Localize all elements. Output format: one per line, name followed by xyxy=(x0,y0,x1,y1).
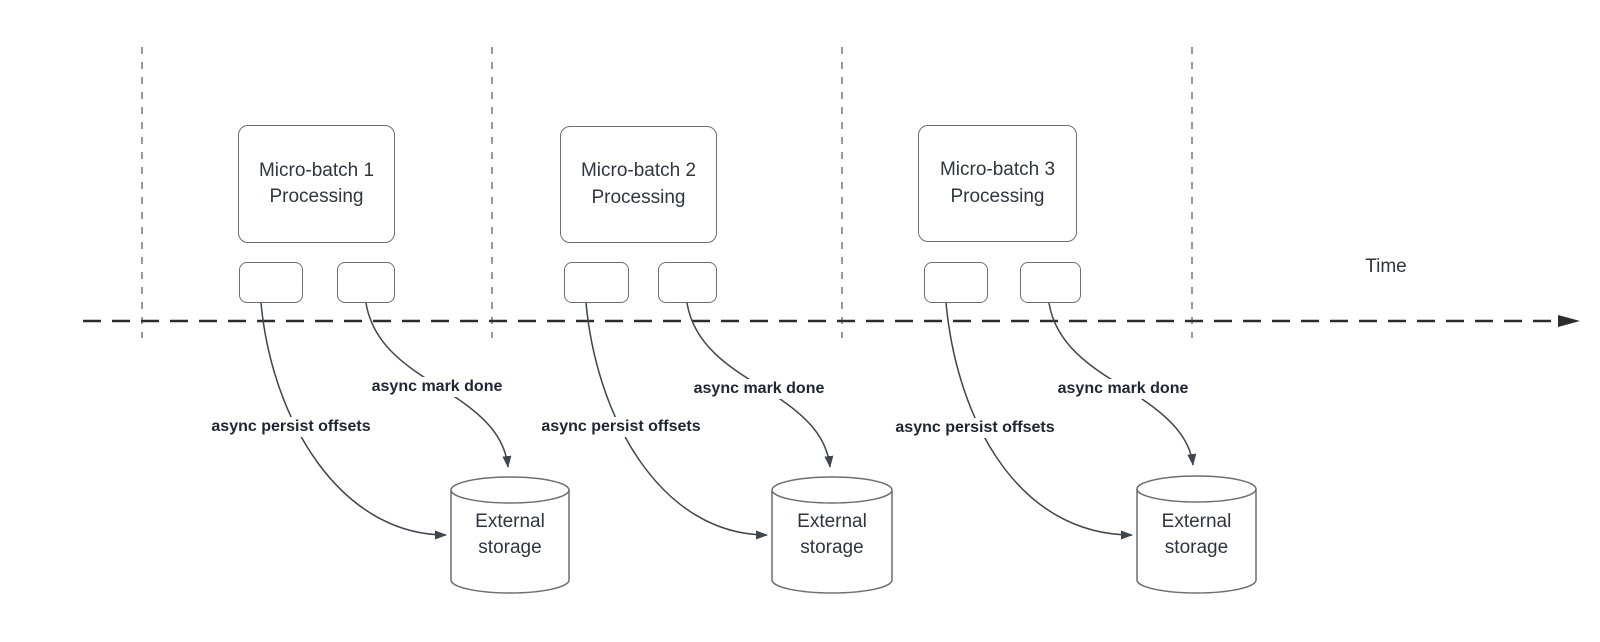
persist-task-box xyxy=(564,262,629,303)
persist-task-box xyxy=(239,262,303,303)
time-axis-arrowhead xyxy=(1558,315,1580,327)
micro-batch-box: Micro-batch 3 Processing xyxy=(918,125,1077,242)
mark-done-task-box xyxy=(1020,262,1081,303)
micro-batch-box: Micro-batch 2 Processing xyxy=(560,126,717,243)
mark-done-task-box xyxy=(658,262,717,303)
persist-offsets-arrow xyxy=(585,302,768,540)
persist-offsets-label: async persist offsets xyxy=(538,417,704,437)
mark-done-label: async mark done xyxy=(368,377,506,397)
persist-task-box xyxy=(924,262,988,303)
time-axis-label: Time xyxy=(1365,256,1407,277)
external-storage-cylinder xyxy=(450,476,570,594)
mark-done-task-box xyxy=(337,262,395,303)
mark-done-label: async mark done xyxy=(690,379,828,399)
persist-offsets-arrow xyxy=(945,302,1133,540)
persist-offsets-label: async persist offsets xyxy=(892,418,1058,438)
external-storage-cylinder xyxy=(771,476,893,594)
persist-offsets-label: async persist offsets xyxy=(208,417,374,437)
mark-done-label: async mark done xyxy=(1054,379,1192,399)
persist-offsets-arrow xyxy=(260,302,447,540)
external-storage-cylinder xyxy=(1136,475,1257,594)
micro-batch-box: Micro-batch 1 Processing xyxy=(238,125,395,243)
